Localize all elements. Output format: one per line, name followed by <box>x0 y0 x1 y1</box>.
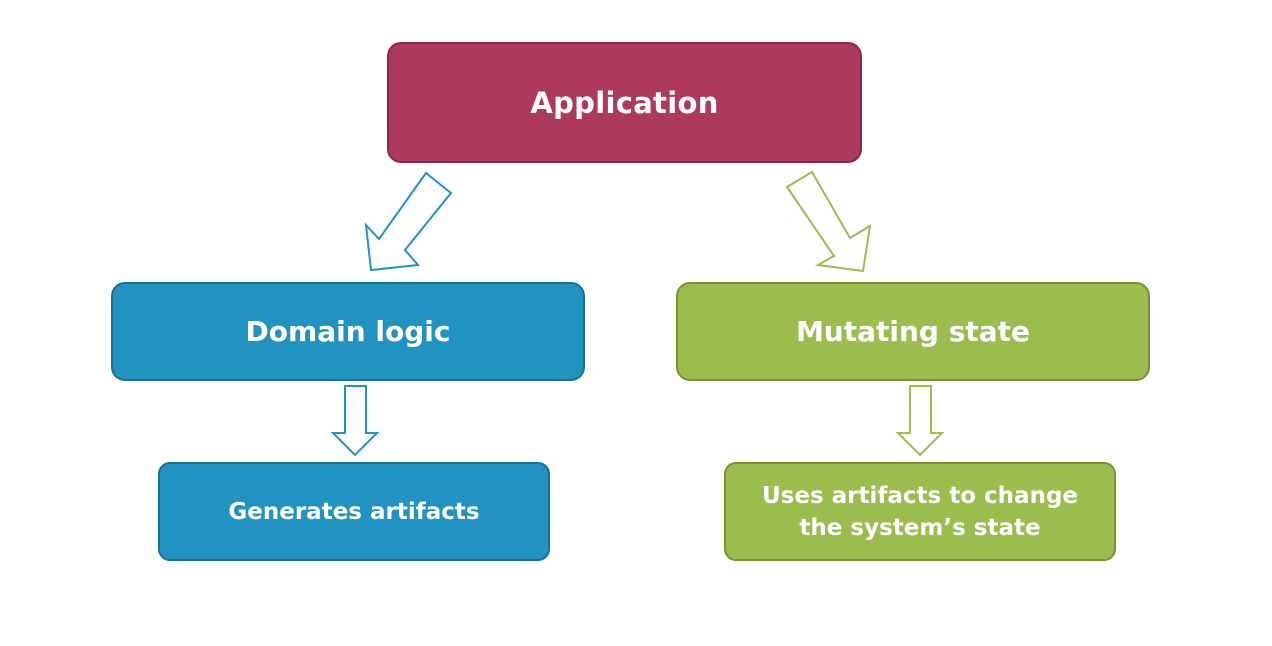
arrow-down-icon <box>895 385 945 457</box>
domain-logic-box: Domain logic <box>111 282 585 381</box>
application-box: Application <box>387 42 862 163</box>
generates-artifacts-label: Generates artifacts <box>228 498 480 525</box>
arrow-to-domain-shape <box>364 171 453 272</box>
mutating-state-box: Mutating state <box>676 282 1150 381</box>
arrow-down-left-icon <box>364 171 453 272</box>
generates-artifacts-box: Generates artifacts <box>158 462 550 561</box>
uses-artifacts-box: Uses artifacts to change the system’s st… <box>724 462 1116 561</box>
arrow-down-icon <box>330 385 380 457</box>
arrow-down-right-icon <box>785 170 872 273</box>
domain-logic-label: Domain logic <box>245 315 451 348</box>
uses-artifacts-label: Uses artifacts to change the system’s st… <box>761 482 1079 541</box>
arrow-to-generates-shape <box>330 385 380 457</box>
arrow-to-uses-shape <box>895 385 945 457</box>
application-label: Application <box>530 85 719 120</box>
mutating-state-label: Mutating state <box>795 315 1031 348</box>
arrow-to-mutating-shape <box>785 170 872 273</box>
